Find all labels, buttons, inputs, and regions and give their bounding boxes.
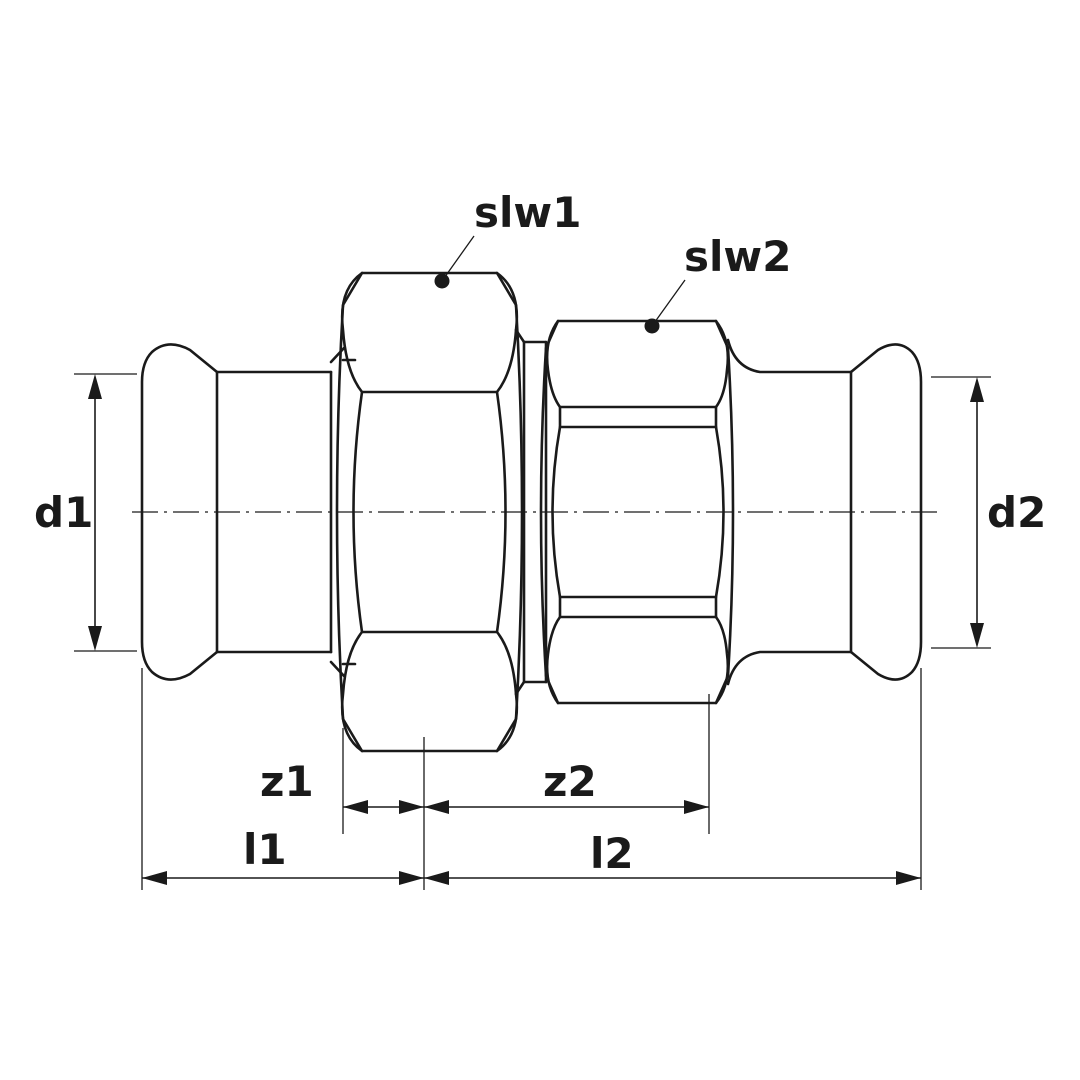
union-nut-slw1 <box>335 271 524 753</box>
hex-body-slw2 <box>539 319 735 705</box>
center-collar <box>514 328 548 696</box>
d2-dimension <box>970 377 984 648</box>
extension-lines <box>74 373 991 890</box>
slw1-dot <box>434 273 450 289</box>
z2-label: z2 <box>543 757 597 806</box>
l2-label: l2 <box>590 829 634 878</box>
slw2-label: slw2 <box>684 232 791 281</box>
d1-dimension <box>88 374 102 651</box>
slw2-dot <box>644 318 660 334</box>
d2-label: d2 <box>987 488 1046 537</box>
d1-label: d1 <box>34 488 93 537</box>
z1-label: z1 <box>260 757 314 806</box>
z-dimensions <box>343 800 709 814</box>
left-press-end <box>140 343 346 681</box>
slw1-leader <box>441 235 475 282</box>
right-press-end <box>726 338 923 686</box>
slw2-leader <box>651 279 686 327</box>
slw1-label: slw1 <box>474 188 581 237</box>
l-dimensions <box>142 871 921 885</box>
l1-label: l1 <box>243 825 287 874</box>
